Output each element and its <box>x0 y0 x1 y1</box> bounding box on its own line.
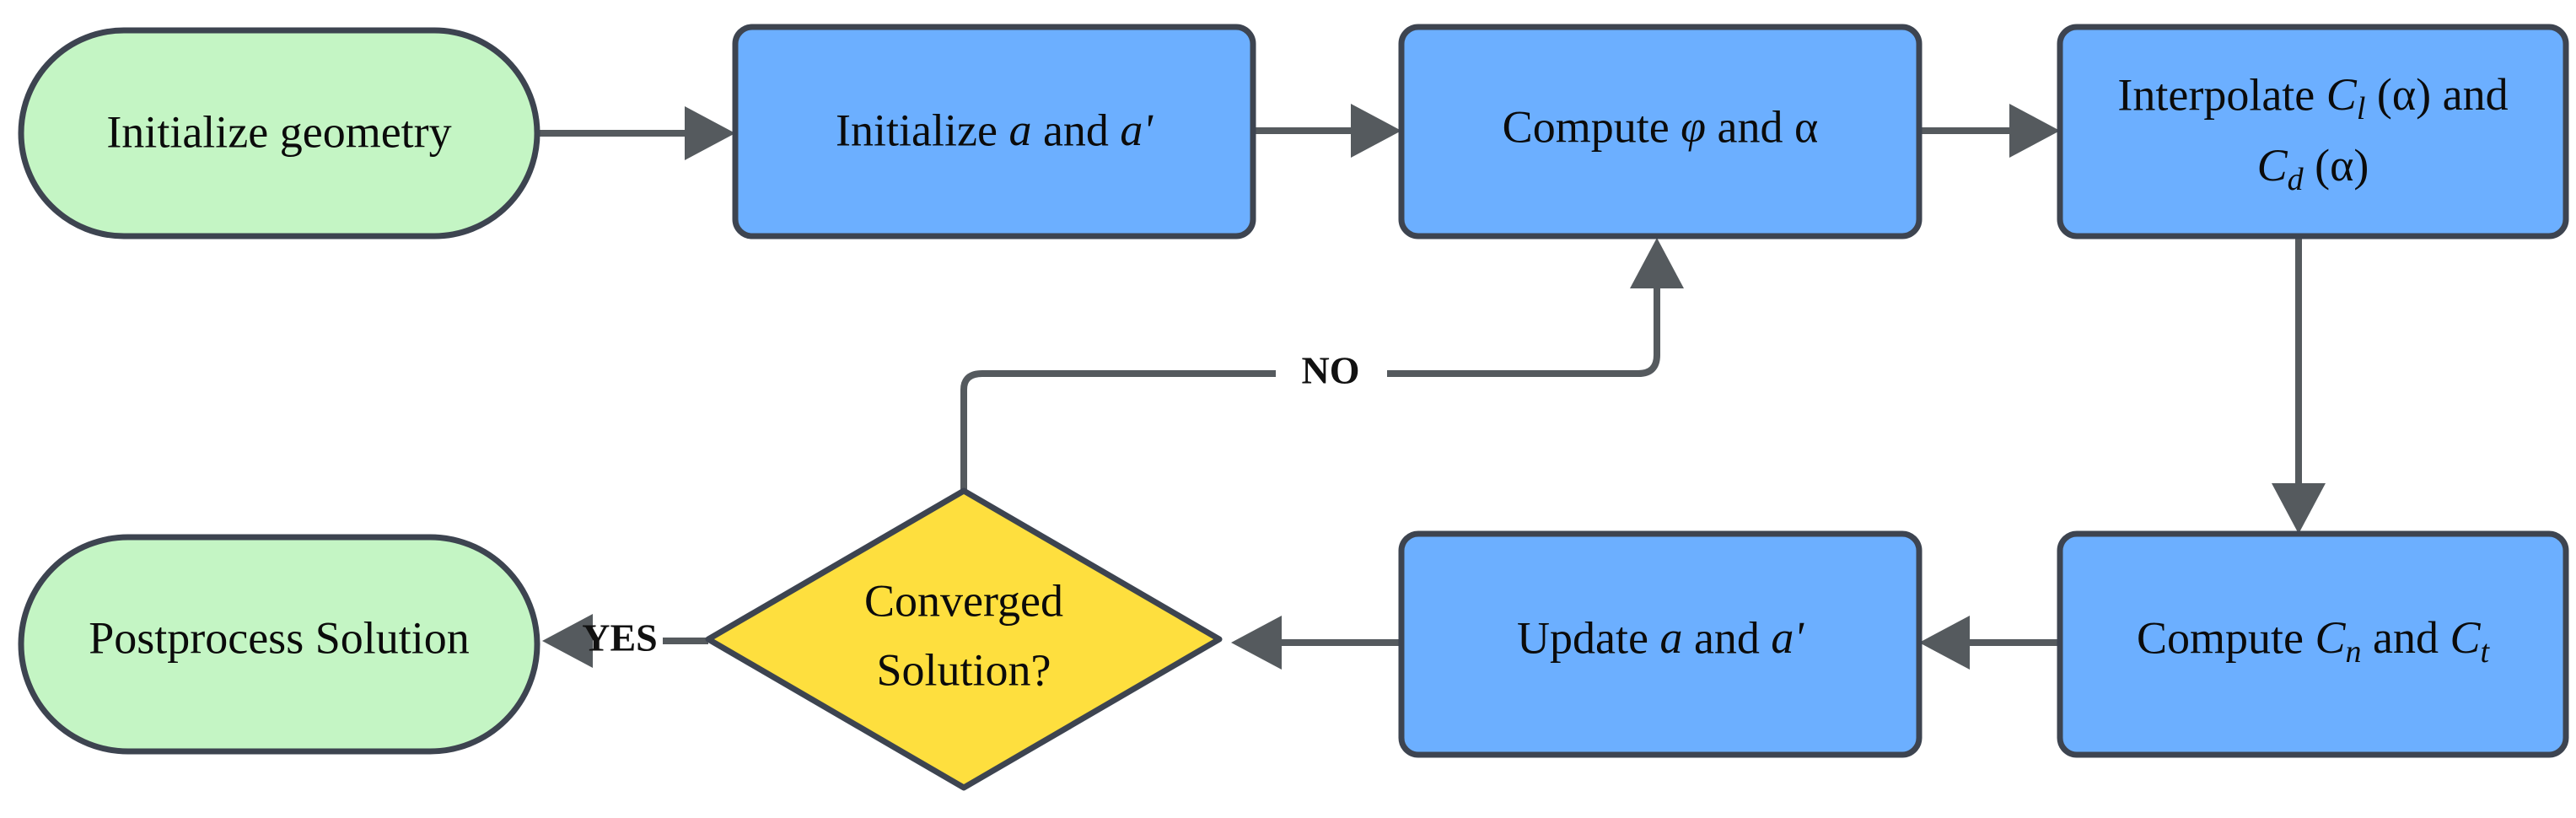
node-shape-diamond[interactable] <box>705 487 1223 791</box>
edge-interpolate-to-compute-cn <box>2272 238 2326 534</box>
arrowhead-right-icon <box>685 106 735 160</box>
arrowhead-right-icon <box>1351 104 1401 158</box>
edges-layer: YES NO <box>533 104 2326 670</box>
edge-converged-no-to-compute-phi: NO <box>960 238 1684 491</box>
node-initialize-a-aprime[interactable]: Initialize a and a' <box>732 24 1256 239</box>
node-update-a-aprime[interactable]: Update a and a' <box>1398 530 1923 758</box>
arrowhead-left-icon <box>1231 616 1282 670</box>
arrowhead-left-icon <box>542 614 593 668</box>
node-label-compute-cn-ct: Compute Cn and Ct <box>2137 612 2491 669</box>
edge-label-no: NO <box>1302 349 1360 392</box>
edge-update-a-to-converged <box>1231 616 1401 670</box>
edge-compute-cn-to-update-a <box>1919 616 2060 670</box>
edge-compute-phi-to-interpolate <box>1921 104 2060 158</box>
arrowhead-right-icon <box>2009 104 2060 158</box>
node-shape-rounded-rect[interactable] <box>1398 530 1923 758</box>
node-label-compute-phi-alpha: Compute φ and α <box>1503 101 1819 152</box>
node-label-update-a-aprime: Update a and a' <box>1517 612 1804 663</box>
node-label-interpolate-line1: Interpolate Cl (α) and <box>2117 69 2508 126</box>
node-label-converged-line2: Solution? <box>876 644 1051 695</box>
node-label-interpolate-line2: Cd (α) <box>2257 140 2369 196</box>
node-converged-solution[interactable]: Converged Solution? <box>705 487 1223 791</box>
node-initialize-geometry[interactable]: Initialize geometry <box>18 27 540 239</box>
node-interpolate-cl-cd[interactable]: Interpolate Cl (α) and Cd (α) <box>2057 24 2569 239</box>
node-label-postprocess-solution: Postprocess Solution <box>89 612 470 663</box>
node-label-initialize-a-aprime: Initialize a and a' <box>836 105 1154 155</box>
edge-label-no-backdrop <box>1276 342 1387 405</box>
edge-init-geometry-to-init-a <box>533 106 735 160</box>
arrowhead-down-icon <box>2272 483 2326 534</box>
edge-converged-yes-to-postprocess: YES <box>542 614 708 668</box>
node-shape-rounded-rect[interactable] <box>732 24 1256 239</box>
node-shape-rounded-rect[interactable] <box>1398 24 1923 239</box>
node-shape-stadium[interactable] <box>18 27 540 239</box>
node-shape-stadium[interactable] <box>18 534 540 755</box>
node-shape-rounded-rect[interactable] <box>2057 530 2569 758</box>
nodes-layer: Initialize geometry Initialize a and a' … <box>18 24 2569 791</box>
node-compute-phi-alpha[interactable]: Compute φ and α <box>1398 24 1923 239</box>
node-postprocess-solution[interactable]: Postprocess Solution <box>18 534 540 755</box>
edge-label-yes: YES <box>582 616 657 659</box>
node-compute-cn-ct[interactable]: Compute Cn and Ct <box>2057 530 2569 758</box>
arrowhead-up-icon <box>1630 238 1684 288</box>
edge-init-a-to-compute-phi <box>1255 104 1401 158</box>
node-shape-rounded-rect[interactable] <box>2057 24 2569 239</box>
node-label-converged-line1: Converged <box>864 575 1063 626</box>
node-label-initialize-geometry: Initialize geometry <box>106 106 451 157</box>
arrowhead-left-icon <box>1919 616 1970 670</box>
